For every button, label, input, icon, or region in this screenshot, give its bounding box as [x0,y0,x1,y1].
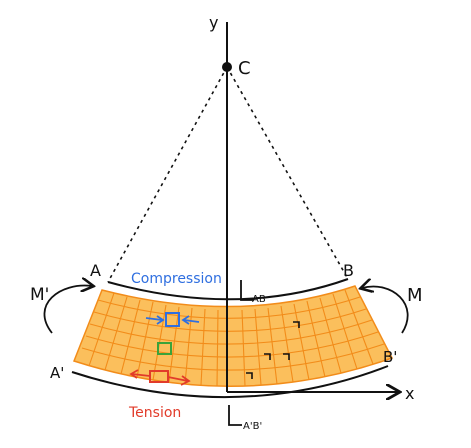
tension-label: Tension [128,405,181,421]
compression-label: Compression [131,271,222,287]
compression-square [165,312,180,327]
beam-body [73,285,394,388]
length-ab-marker [240,280,254,301]
moment-arrow-left [43,286,92,334]
arc-apbp [71,365,389,399]
length-apbp-subscript: A'B' [243,421,262,432]
center-point [222,62,232,72]
length-ab-label: AB [252,294,266,305]
length-ab-subscript: AB [252,294,266,305]
y-axis-label: y [209,13,218,32]
radius-line-left [107,66,228,283]
point-a-prime-label: A' [50,364,64,382]
tension-element [129,369,191,386]
compression-element [145,312,200,327]
point-b-label: B [343,261,354,280]
radius-line-right [226,66,349,280]
x-axis-label: x [405,384,414,403]
length-apbp-label: A'B' [243,421,262,432]
length-apbp-marker [228,405,242,426]
right-angle-marks [246,321,300,379]
tension-rect [149,370,169,383]
moment-right-label: M [407,285,423,306]
moment-arrow-right [362,286,409,334]
moment-left-label: M' [30,285,49,305]
point-b-prime-label: B' [383,348,397,366]
center-label: C [238,58,251,79]
point-a-label: A [90,261,101,280]
neutral-square [157,342,172,355]
arc-ab [107,278,349,301]
